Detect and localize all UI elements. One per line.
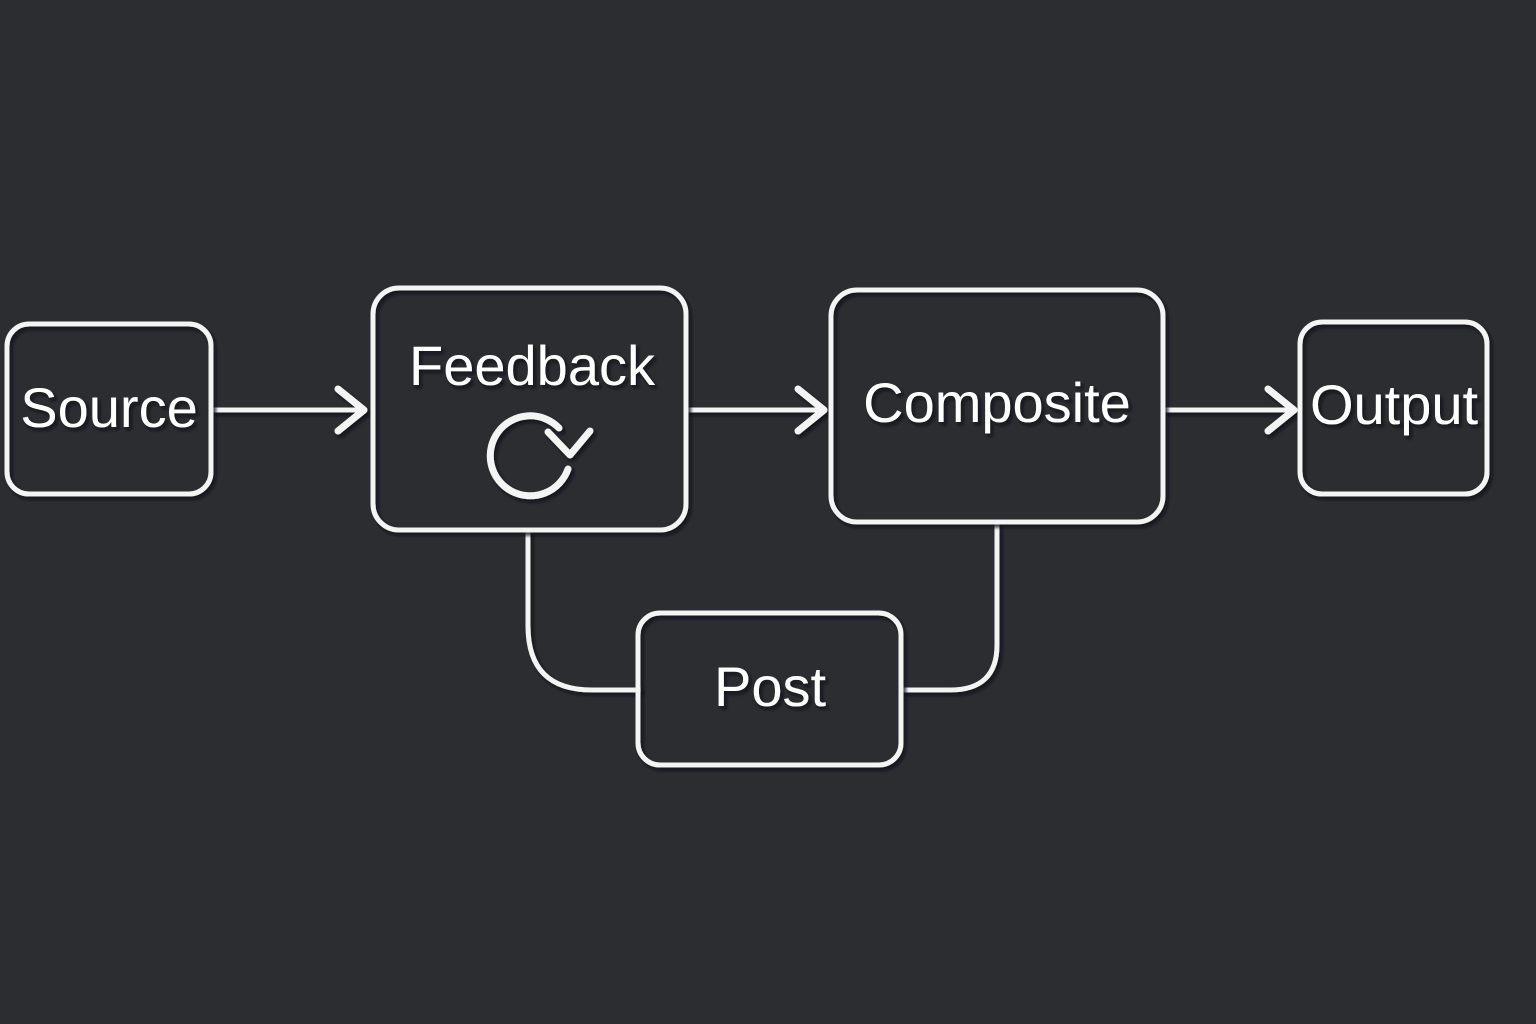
edge-feedback-to-post (525, 530, 641, 693)
arrowhead-icon (334, 385, 368, 435)
node-output[interactable]: Output (1297, 319, 1490, 497)
edges-layer (211, 385, 1298, 693)
node-post[interactable]: Post (635, 610, 904, 768)
node-composite-box[interactable] (828, 287, 1166, 525)
node-source-label: Source (20, 376, 197, 439)
edge-source-to-feedback (211, 385, 368, 435)
node-feedback[interactable]: Feedback (370, 285, 689, 533)
edge-post-to-composite (899, 522, 1000, 693)
node-output-box[interactable] (1297, 319, 1490, 497)
node-output-label: Output (1310, 373, 1479, 436)
refresh-loop-icon (486, 412, 594, 500)
node-composite[interactable]: Composite (828, 287, 1166, 525)
edge-feedback-to-composite (686, 385, 828, 435)
node-source[interactable]: Source (4, 321, 214, 497)
refresh-loop-arrowhead (544, 427, 594, 459)
arrowhead-icon (794, 385, 828, 435)
refresh-loop-arc (486, 412, 572, 500)
nodes-layer: Source Feedback Composite Output (4, 285, 1490, 768)
node-post-box[interactable] (635, 610, 904, 768)
node-feedback-label: Feedback (409, 334, 656, 397)
node-composite-label: Composite (863, 371, 1131, 434)
node-post-label: Post (714, 655, 826, 718)
arrowhead-icon (1264, 385, 1298, 435)
node-feedback-box[interactable] (370, 285, 689, 533)
node-source-box[interactable] (4, 321, 214, 497)
edge-composite-to-output (1163, 385, 1298, 435)
